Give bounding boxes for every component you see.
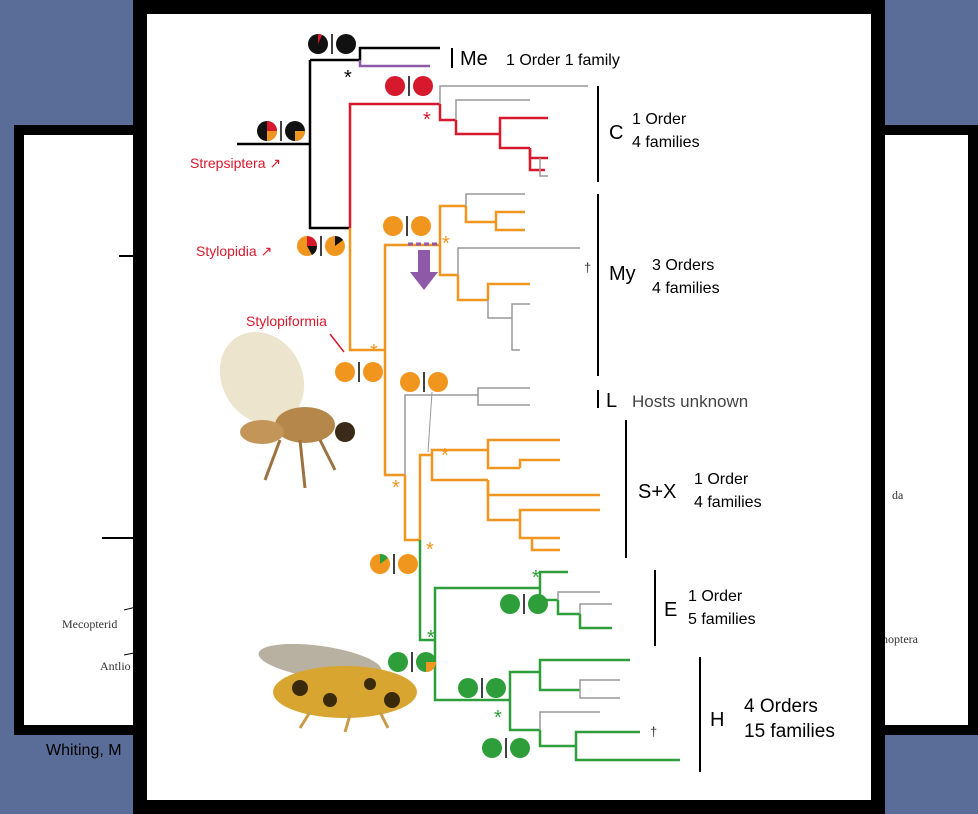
side-label-antlio: Antlio: [100, 659, 131, 674]
clade-desc-c-1: 1 Order: [632, 111, 687, 128]
clade-desc-my-2: 4 families: [652, 280, 720, 297]
clade-code-e: E: [664, 599, 677, 621]
side-label-mecopterid: Mecopterid: [62, 617, 117, 632]
label-stylopiformia: Stylopiformia: [246, 313, 327, 329]
dagger-my: †: [584, 260, 591, 275]
planthopper-host-illustration: [256, 638, 417, 732]
side-label-right2: noptera: [882, 632, 918, 647]
asterisk-lower-orange: *: [392, 477, 400, 499]
clade-desc-h-1: 4 Orders: [744, 696, 818, 717]
asterisk-me: *: [344, 67, 352, 89]
clade-desc-e-1: 1 Order: [688, 588, 743, 605]
label-stylopidia: Stylopidia ↗: [196, 243, 272, 259]
stylopiformia-pointer: [330, 334, 344, 352]
strepsipteran-male-illustration: [203, 316, 355, 488]
clade-desc-sx-2: 4 families: [694, 494, 762, 511]
clade-code-l: L: [606, 390, 617, 412]
clade-code-sx: S+X: [638, 481, 676, 503]
tree-branches-orange: [350, 194, 600, 550]
asterisk-orange-green: *: [426, 539, 434, 561]
label-strepsiptera: Strepsiptera ↗: [190, 155, 281, 171]
asterisk-sx: *: [441, 445, 449, 467]
phylogeny-slide: * * * * * * * * * * † † Strepsiptera ↗ S…: [133, 0, 885, 814]
citation-text: Whiting, M: [46, 742, 122, 760]
side-label-right1: da: [892, 488, 903, 503]
clade-code-h: H: [710, 709, 724, 731]
tree-branches-red: [350, 86, 588, 228]
clade-desc-my-1: 3 Orders: [652, 257, 714, 274]
phylogeny-tree: * * * * * * * * * * † † Strepsiptera ↗ S…: [147, 14, 871, 800]
clade-desc-l: Hosts unknown: [632, 392, 748, 411]
clade-code-c: C: [609, 122, 623, 144]
asterisk-stylopiformia: *: [370, 341, 378, 363]
asterisk-e: *: [532, 567, 540, 589]
clade-desc-sx-1: 1 Order: [694, 471, 749, 488]
clade-desc-e-2: 5 families: [688, 611, 756, 628]
clade-desc-me: 1 Order 1 family: [506, 52, 620, 69]
clade-desc-c-2: 4 families: [632, 134, 700, 151]
clade-desc-h-2: 15 families: [744, 721, 835, 742]
asterisk-c: *: [423, 109, 431, 131]
asterisk-my: *: [442, 233, 450, 255]
dagger-h: †: [650, 724, 657, 739]
asterisk-green: *: [427, 627, 435, 649]
clade-code-me: Me: [460, 48, 488, 70]
asterisk-h: *: [494, 707, 502, 729]
purple-arrow-marker: [408, 244, 440, 290]
clade-code-my: My: [609, 263, 636, 285]
tree-branches-green: [420, 540, 680, 760]
